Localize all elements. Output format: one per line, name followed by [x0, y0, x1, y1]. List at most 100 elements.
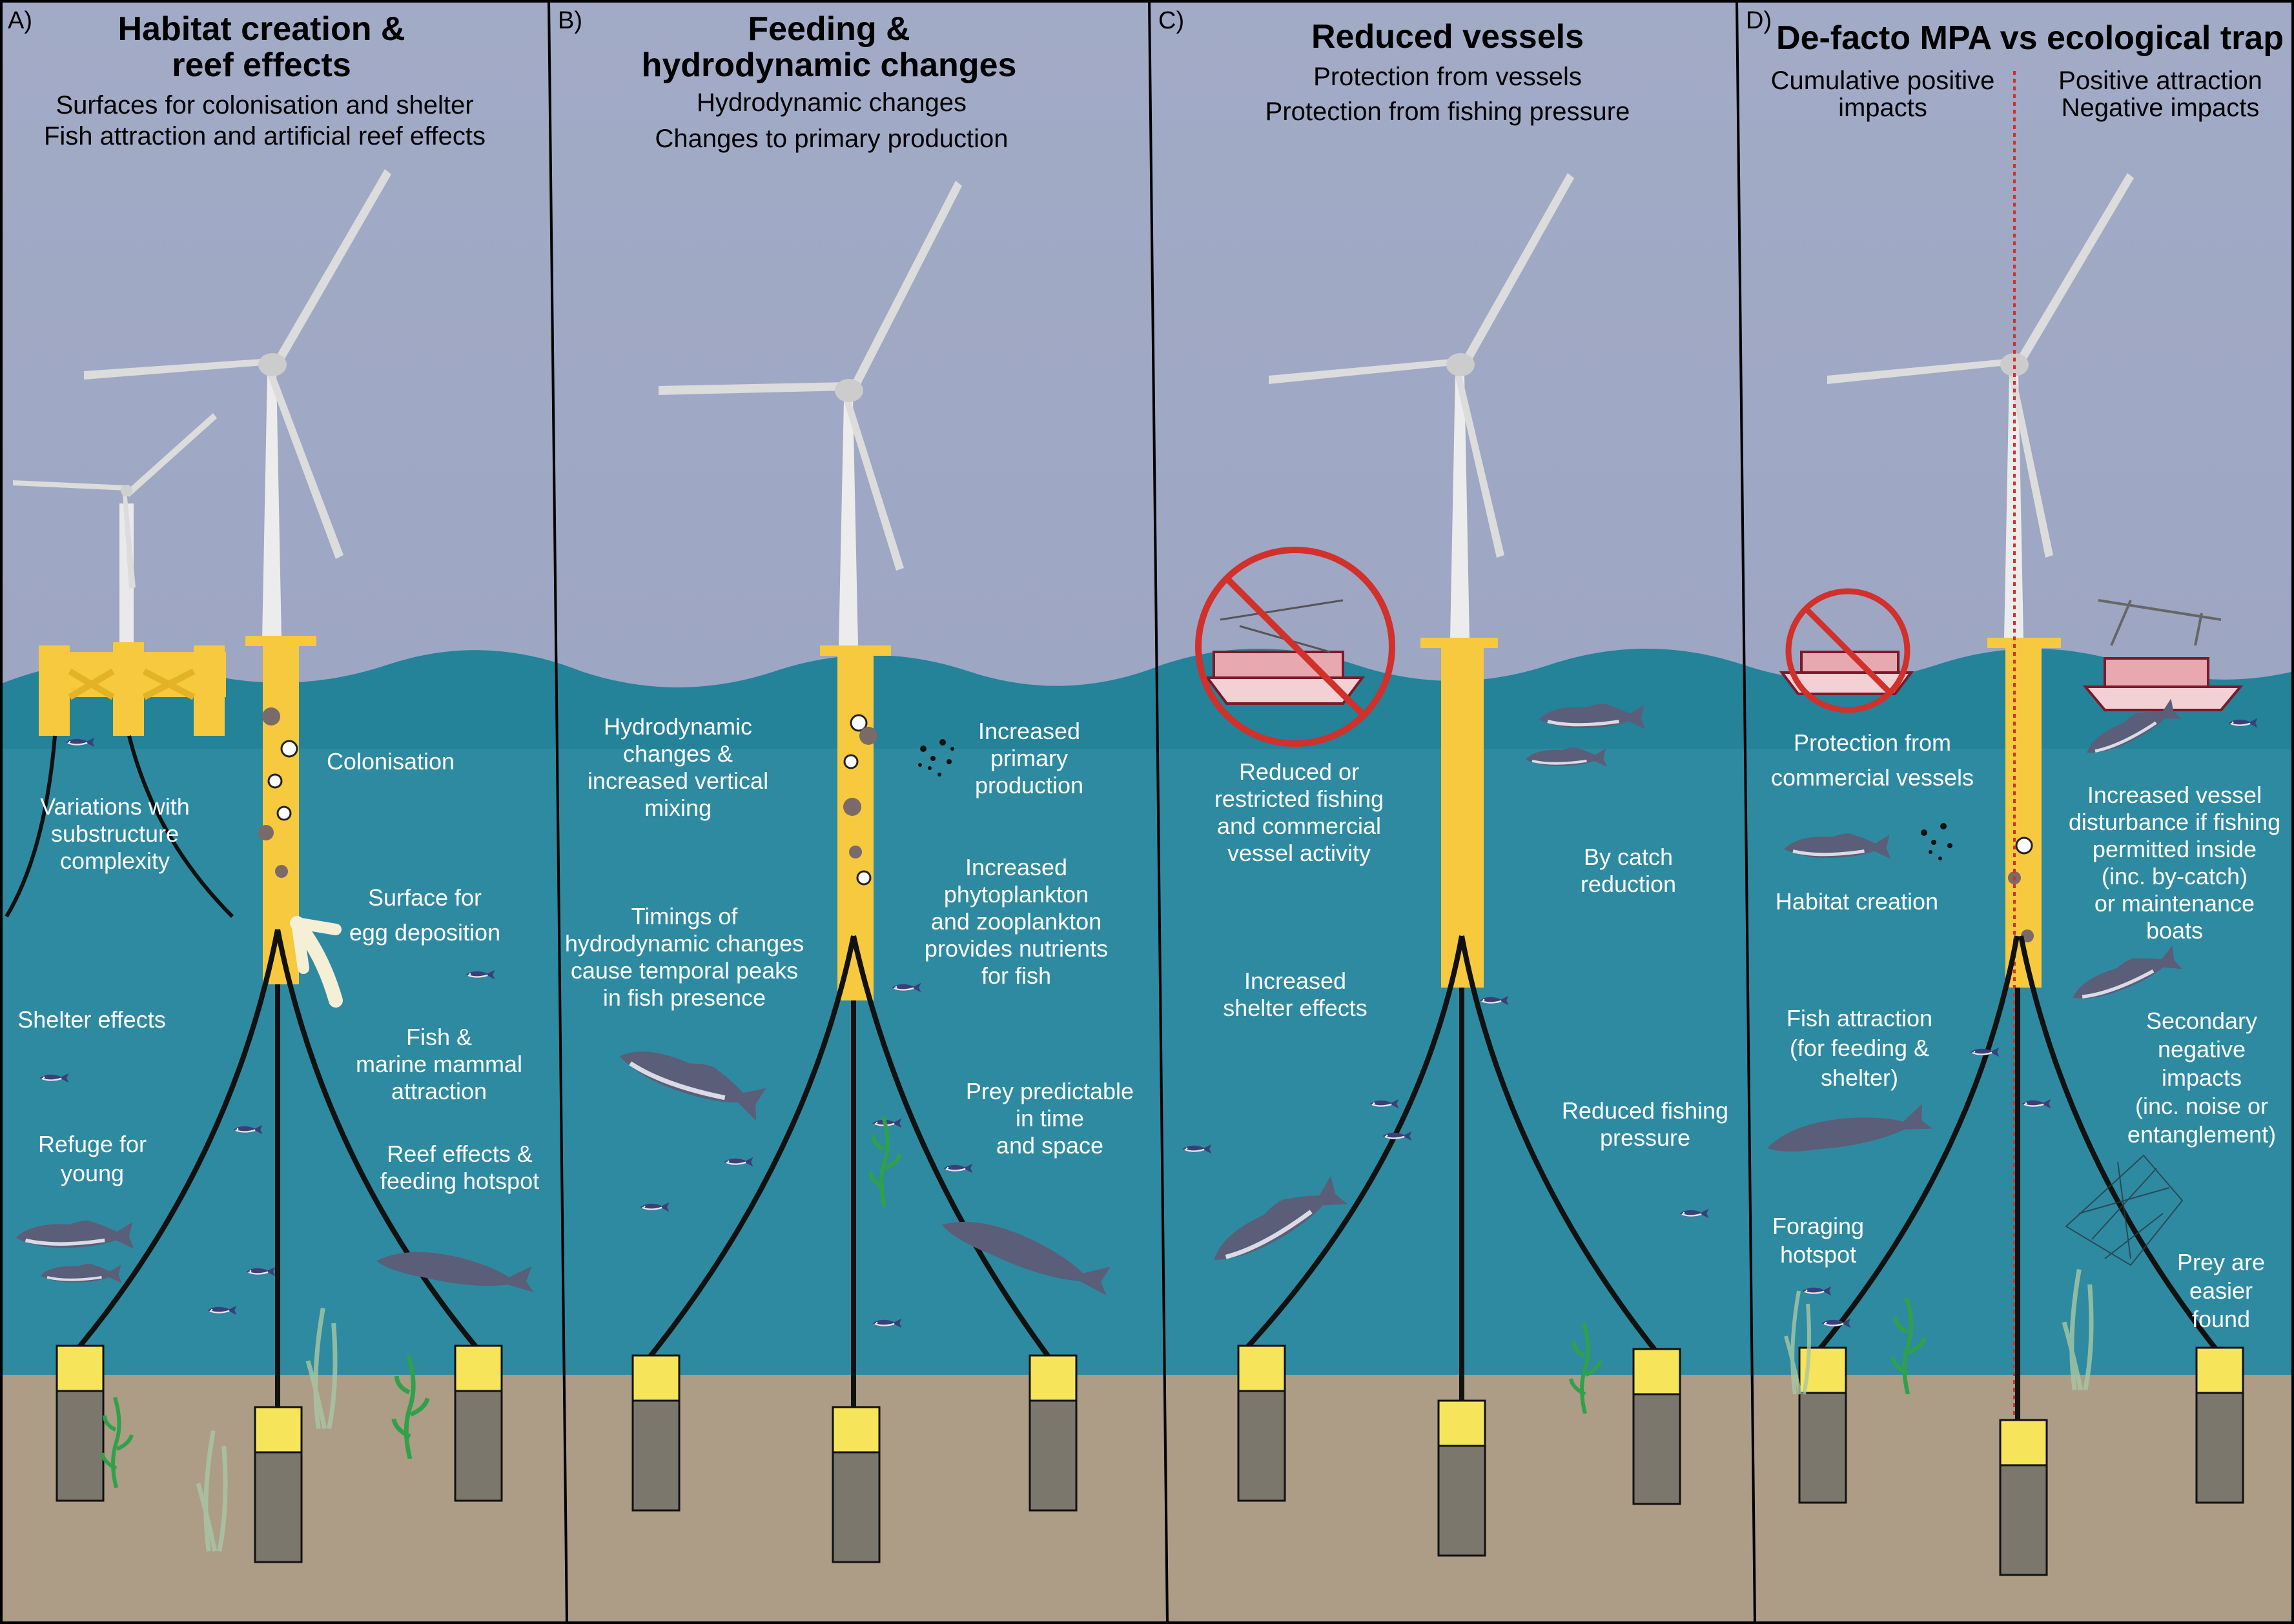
- panel-d: [1764, 71, 2258, 1576]
- annotation-label: pressure: [1600, 1124, 1690, 1151]
- annotation-label: changes &: [623, 740, 733, 767]
- panel-subtitle: Surfaces for colonisation and shelter: [56, 91, 473, 119]
- floating-turbine: [5, 413, 234, 919]
- panel-b: [615, 181, 1116, 1563]
- annotation-label: Prey are: [2177, 1249, 2265, 1275]
- mooring-line: [851, 935, 1055, 1364]
- annotation-label: for fish: [981, 962, 1051, 989]
- annotation-label: provides nutrients: [925, 935, 1108, 962]
- anchor: [454, 1345, 503, 1502]
- panel-subtitle: Changes to primary production: [655, 125, 1009, 153]
- annotation-label: or maintenance: [2094, 890, 2255, 917]
- anchor: [1632, 1348, 1681, 1505]
- turbine-c: [1269, 173, 1574, 988]
- panel-letter: C): [1158, 7, 1184, 34]
- plankton-icon: [918, 739, 954, 776]
- annotation-label: in time: [1016, 1105, 1084, 1132]
- turbine-b: [659, 181, 962, 1000]
- annotation-label: found: [2192, 1306, 2250, 1332]
- annotation-label: substructure: [51, 820, 179, 847]
- annotation-label: Foraging: [1772, 1213, 1864, 1239]
- annotation-label: complexity: [60, 848, 170, 874]
- anchor: [1029, 1354, 1078, 1512]
- annotation-label: Increased vessel: [2087, 782, 2262, 808]
- annotation-label: commercial vessels: [1771, 764, 1974, 791]
- annotation-label: Increased: [965, 854, 1067, 880]
- turbine-d: [1827, 173, 2134, 988]
- mooring-line: [1459, 935, 1662, 1357]
- annotation-label: marine mammal: [356, 1051, 522, 1077]
- panel-a: [5, 169, 534, 1563]
- panel-c: [1182, 173, 1710, 1557]
- annotation-label: and commercial: [1217, 813, 1381, 839]
- annotation-label: hotspot: [1780, 1241, 1856, 1268]
- annotation-label: By catch: [1584, 844, 1673, 870]
- annotation-label: Reduced or: [1239, 758, 1359, 785]
- fishing-vessel: [2082, 599, 2244, 711]
- panel-title: Feeding &: [748, 10, 910, 48]
- mooring-line: [2018, 935, 2224, 1357]
- annotation-label: Increased: [1244, 968, 1346, 994]
- panel-title: Habitat creation &: [118, 10, 405, 48]
- annotation-label: attraction: [391, 1078, 487, 1104]
- anchor: [631, 1354, 681, 1512]
- annotation-label: disturbance if fishing: [2069, 809, 2280, 835]
- annotation-label: Fish &: [406, 1024, 472, 1050]
- annotation-label: restricted fishing: [1214, 786, 1384, 812]
- annotation-label: (inc. noise or: [2135, 1093, 2268, 1119]
- annotation-label: Secondary: [2146, 1008, 2257, 1034]
- annotation-label: Reef effects &: [387, 1141, 532, 1167]
- plankton-icon: [1921, 823, 1952, 860]
- annotation-label: impacts: [2162, 1064, 2242, 1091]
- annotation-label: production: [975, 772, 1083, 798]
- annotation-label: Protection from: [1794, 729, 1951, 756]
- annotation-label: (for feeding &: [1790, 1035, 1929, 1061]
- anchor: [1437, 1399, 1486, 1557]
- text-layer: A) Habitat creation & reef effects Surfa…: [8, 7, 2284, 1332]
- mooring-line: [1238, 935, 1464, 1357]
- no-fishing-sign: [1779, 588, 1914, 713]
- panel-title: hydrodynamic changes: [642, 46, 1017, 84]
- mooring-line: [643, 935, 856, 1364]
- annotation-label: young: [61, 1160, 124, 1186]
- annotation-label: Habitat creation: [1776, 888, 1938, 915]
- annotation-label: Fish attraction: [1787, 1005, 1932, 1031]
- panel-title: De-facto MPA vs ecological trap: [1776, 19, 2284, 57]
- annotation-label: entanglement): [2127, 1121, 2276, 1148]
- annotation-label: Refuge for: [38, 1131, 147, 1157]
- panel-letter: A): [8, 7, 32, 34]
- annotation-label: Hydrodynamic: [604, 713, 752, 740]
- annotation-label: hydrodynamic changes: [565, 930, 804, 957]
- panel-divider: [1736, 0, 1756, 1624]
- annotation-label: (inc. by-catch): [2102, 863, 2248, 889]
- annotation-label: and zooplankton: [931, 908, 1101, 935]
- mooring-line: [275, 929, 480, 1351]
- annotation-label: shelter effects: [1223, 995, 1367, 1021]
- panel-title: Reduced vessels: [1311, 18, 1584, 56]
- annotation-label: Increased: [978, 718, 1080, 744]
- annotation-label: easier: [2189, 1277, 2253, 1304]
- annotation-label: Timings of: [631, 903, 739, 929]
- panel-subtitle: Protection from vessels: [1313, 63, 1582, 91]
- panel-subtitle: Fish attraction and artificial reef effe…: [44, 122, 486, 150]
- fishing-net-icon: [2065, 1154, 2184, 1266]
- annotation-label: Variations with: [40, 793, 189, 820]
- anchor: [1798, 1346, 1847, 1504]
- annotation-label: reduction: [1581, 871, 1676, 897]
- annotation-label: permitted inside: [2093, 836, 2257, 862]
- annotation-label: phytoplankton: [944, 881, 1089, 908]
- annotation-label: Prey predictable: [966, 1078, 1134, 1104]
- panel-divider: [548, 0, 568, 1624]
- annotation-label: cause temporal peaks: [571, 957, 798, 984]
- turbine-a: [84, 169, 391, 1008]
- seabed: [0, 1375, 2294, 1624]
- annotation-label: egg deposition: [349, 919, 500, 946]
- no-fishing-sign: [1195, 547, 1395, 747]
- panel-subtitle-left: Cumulative positive: [1771, 66, 1995, 95]
- annotation-label: shelter): [1821, 1064, 1898, 1091]
- annotation-label: Shelter effects: [17, 1006, 165, 1033]
- panel-subtitle: Hydrodynamic changes: [697, 88, 967, 117]
- mooring-line: [1812, 935, 2020, 1357]
- annotation-label: and space: [996, 1132, 1103, 1159]
